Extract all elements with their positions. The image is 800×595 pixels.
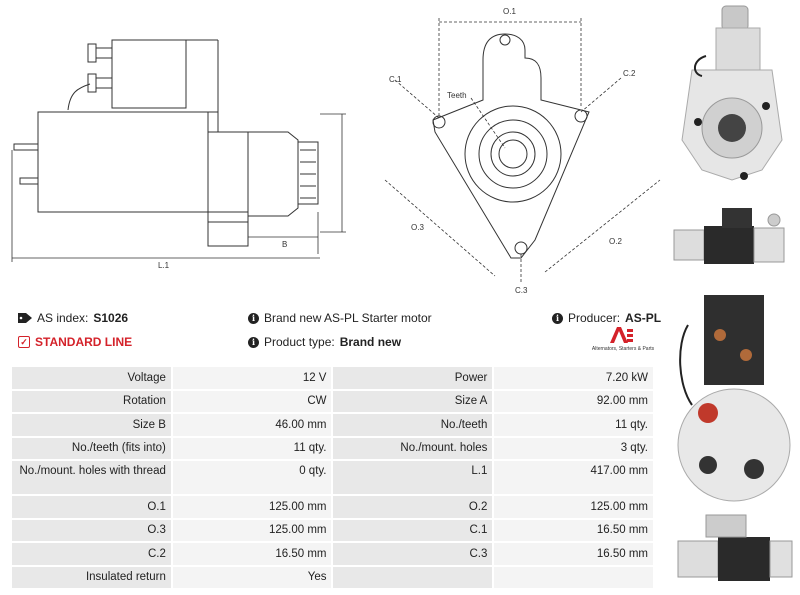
tag-icon	[18, 313, 32, 323]
spec-row: No./teeth (fits into)11 qty.No./mount. h…	[12, 437, 653, 459]
info-icon: i	[248, 336, 259, 348]
standard-line-label: STANDARD LINE	[35, 335, 133, 349]
spec-label: Rotation	[12, 390, 171, 412]
spec-value: 16.50 mm	[494, 519, 653, 541]
dim-b-label: B	[282, 240, 287, 249]
dim-o1-label: O.1	[503, 7, 516, 16]
as-index-value: S1026	[93, 311, 129, 325]
spec-value: 125.00 mm	[494, 496, 653, 518]
product-type-value: Brand new	[339, 335, 402, 349]
teeth-label: Teeth	[447, 91, 467, 100]
dim-c2-label: C.2	[623, 69, 636, 78]
producer-label: Producer:	[568, 311, 621, 325]
brand-logo: Alternators, Starters & Parts	[588, 325, 658, 357]
spec-value: 16.50 mm	[494, 543, 653, 565]
spec-value: 16.50 mm	[172, 543, 332, 565]
spec-label: No./mount. holes	[333, 437, 493, 459]
spec-value: 125.00 mm	[172, 496, 332, 518]
producer-value: AS-PL	[625, 311, 662, 325]
spec-value: CW	[172, 390, 332, 412]
dim-c1-label: C.1	[389, 75, 402, 84]
spec-label: L.1	[333, 461, 493, 494]
spec-value: 7.20 kW	[494, 367, 653, 389]
spec-label: C.3	[333, 543, 493, 565]
spec-label: O.2	[333, 496, 493, 518]
spec-label: Voltage	[12, 367, 171, 389]
spec-label: Size B	[12, 414, 171, 436]
product-photo-front[interactable]	[662, 0, 797, 200]
product-photo-rear[interactable]	[668, 285, 800, 505]
spec-value: 11 qty.	[172, 437, 332, 459]
spec-value: 0 qty.	[172, 461, 332, 494]
dim-o2-label: O.2	[609, 237, 622, 246]
spec-value: 12 V	[172, 367, 332, 389]
spec-label: No./mount. holes with thread	[12, 461, 171, 494]
as-index: AS index: S1026	[18, 311, 128, 325]
spec-value: Yes	[172, 566, 332, 588]
info-icon: i	[552, 312, 563, 324]
spec-label: O.3	[12, 519, 171, 541]
dim-l1-label: L.1	[158, 261, 170, 270]
spec-label: C.1	[333, 519, 493, 541]
spec-label: Power	[333, 367, 493, 389]
as-index-label: AS index:	[37, 311, 89, 325]
spec-label: Size A	[333, 390, 493, 412]
spec-value: 46.00 mm	[172, 414, 332, 436]
dim-o3-label: O.3	[411, 223, 424, 232]
check-icon: ✓	[18, 336, 30, 348]
spec-value: 11 qty.	[494, 414, 653, 436]
brand-new-note: i Brand new AS-PL Starter motor	[248, 311, 432, 325]
producer: i Producer: AS-PL	[552, 311, 661, 325]
product-type-label: Product type:	[264, 335, 335, 349]
brand-logo-subtitle: Alternators, Starters & Parts	[591, 346, 655, 352]
dim-c3-label: C.3	[515, 286, 528, 295]
product-photo-side-1[interactable]	[668, 200, 793, 280]
spec-label: C.2	[12, 543, 171, 565]
spec-value	[494, 566, 653, 588]
standard-line: ✓ STANDARD LINE	[18, 335, 132, 349]
spec-value: 3 qty.	[494, 437, 653, 459]
spec-value: 417.00 mm	[494, 461, 653, 494]
spec-label: Insulated return	[12, 566, 171, 588]
as-logo-icon	[610, 327, 633, 343]
side-view-drawing: A B L.1	[11, 39, 346, 270]
spec-label: O.1	[12, 496, 171, 518]
product-type: i Product type: Brand new	[248, 335, 401, 349]
product-photo-side-2[interactable]	[668, 505, 798, 593]
spec-value: 125.00 mm	[172, 519, 332, 541]
spec-value: 92.00 mm	[494, 390, 653, 412]
spec-label	[333, 566, 493, 588]
info-icon: i	[248, 312, 259, 324]
spec-label: No./teeth (fits into)	[12, 437, 171, 459]
front-view-drawing: O.1 C.1 C.2 Teeth O.3 O.2 C.3	[384, 7, 661, 295]
spec-label: No./teeth	[333, 414, 493, 436]
brand-new-text: Brand new AS-PL Starter motor	[264, 311, 432, 325]
